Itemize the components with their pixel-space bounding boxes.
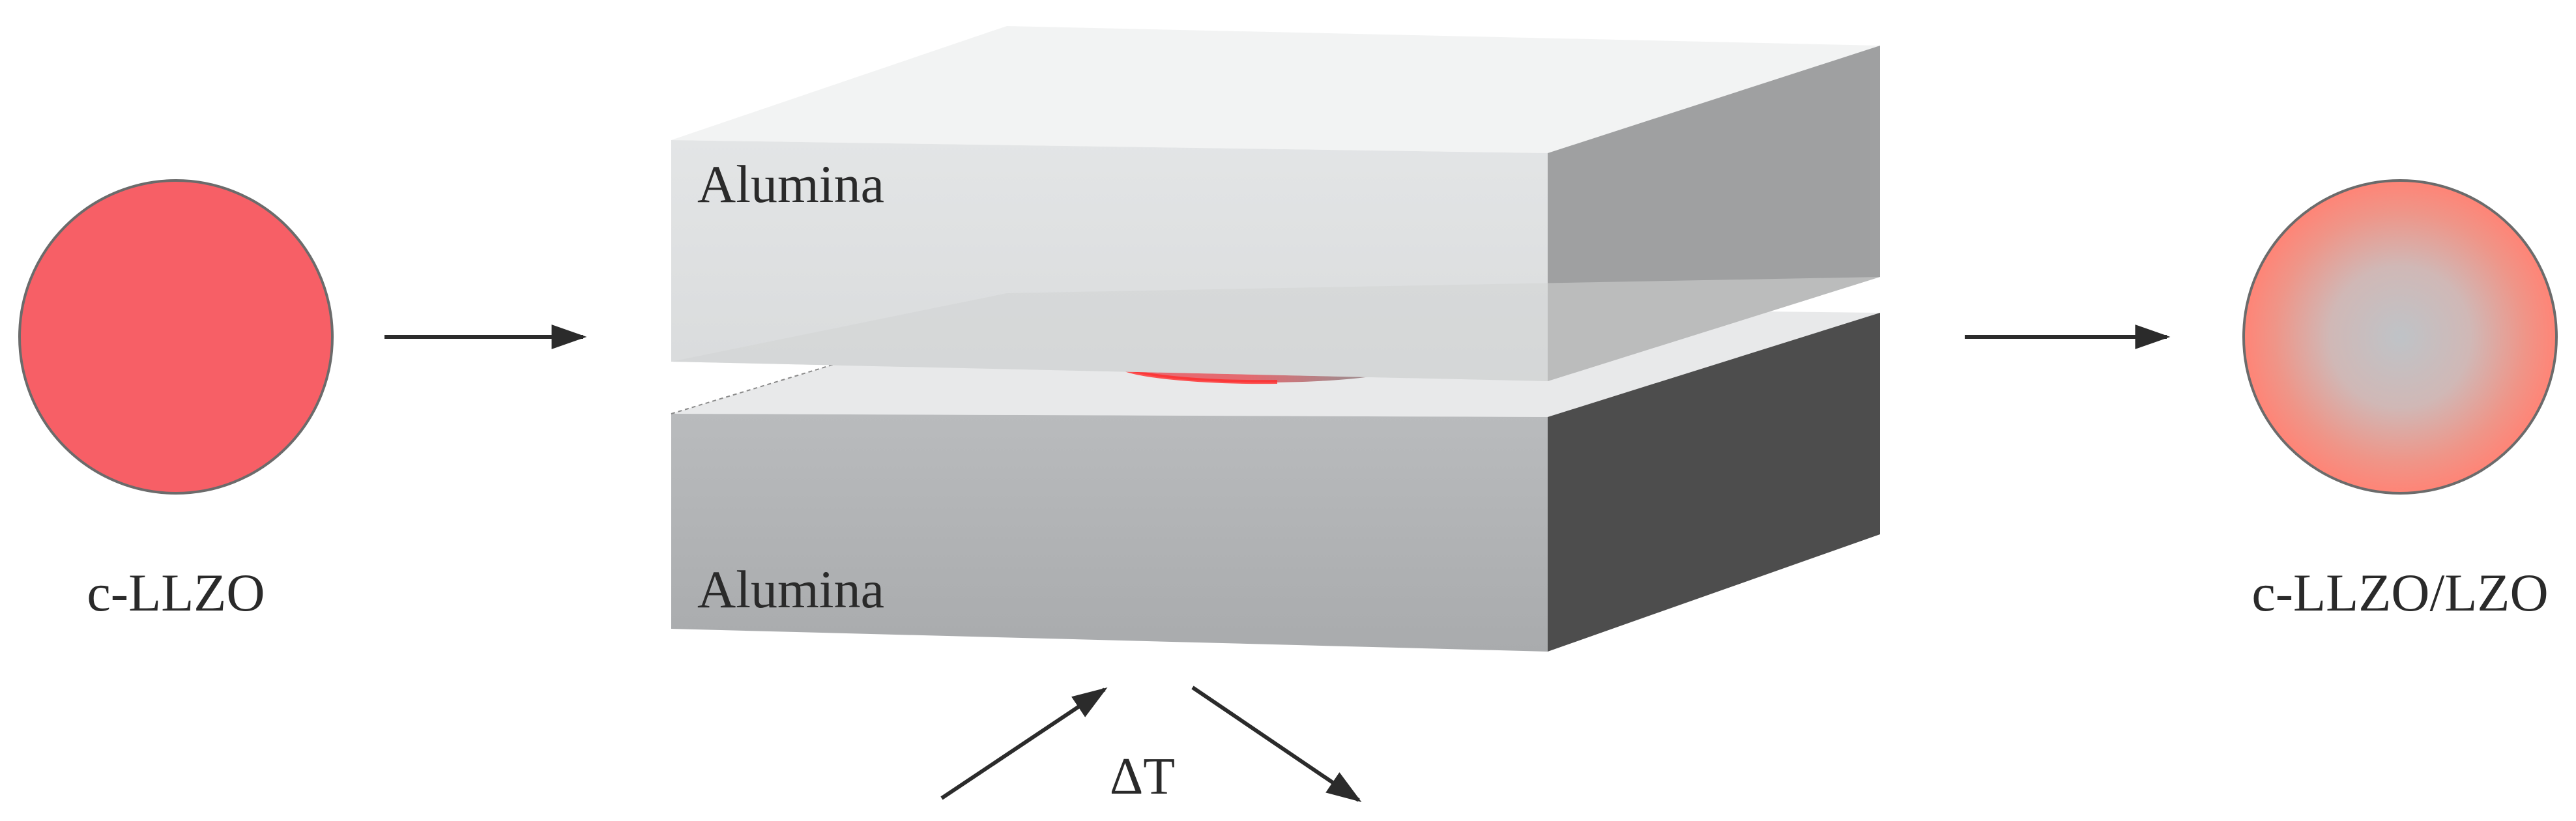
heat-flow: ΔT — [940, 685, 1362, 805]
right-sample-disc — [2242, 179, 2558, 495]
heat-out-arrow — [1191, 685, 1362, 803]
top-plate-top-face — [671, 26, 1880, 153]
delta-t-label: ΔT — [1110, 748, 1175, 805]
heat-in-arrow — [940, 687, 1108, 800]
left-sample-disc — [18, 179, 334, 495]
furnace-assembly: Alumina Alumina — [671, 26, 1880, 652]
right-sample-label: c-LLZO/LZO — [2251, 563, 2548, 622]
bottom-plate-label: Alumina — [697, 560, 884, 619]
right-sample: c-LLZO/LZO — [2242, 179, 2558, 622]
top-alumina-plate: Alumina — [671, 26, 1880, 381]
bottom-plate-front-face — [671, 414, 1548, 652]
top-plate-label: Alumina — [697, 154, 884, 214]
left-sample: c-LLZO — [18, 179, 334, 622]
top-plate-underside — [671, 277, 1880, 381]
bottom-plate-right-face — [1548, 313, 1880, 652]
left-sample-label: c-LLZO — [87, 563, 265, 622]
